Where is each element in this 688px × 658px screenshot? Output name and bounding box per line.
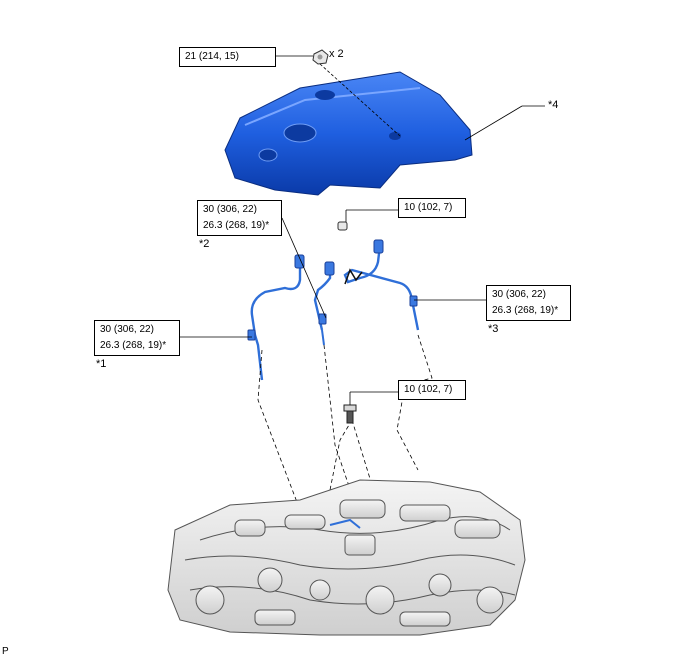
sensor-3-torque-a: 30 (306, 22) bbox=[492, 289, 546, 300]
sensor-2-torque-callout: 30 (306, 22) 26.3 (268, 19)* bbox=[197, 200, 282, 236]
engine-assembly bbox=[167, 479, 526, 636]
bolt-dashed-path bbox=[319, 63, 401, 137]
engine-cover-ref: *4 bbox=[548, 99, 559, 111]
sensor-2-torque-b: 26.3 (268, 19)* bbox=[203, 220, 270, 231]
sensor-connectors bbox=[247, 239, 418, 341]
sensor-harness-black bbox=[344, 268, 363, 285]
clamp-upper-torque: 10 (102, 7) bbox=[404, 202, 453, 213]
sensor-1-torque-b: 26.3 (268, 19)* bbox=[100, 340, 167, 351]
clamp-lower-bolt-icon bbox=[343, 404, 357, 424]
cover-bolt-torque: 21 (214, 15) bbox=[185, 51, 239, 62]
sensor-1-torque-callout: 30 (306, 22) 26.3 (268, 19)* bbox=[94, 320, 180, 356]
sensor-2-torque-a: 30 (306, 22) bbox=[203, 204, 257, 215]
cover-bolt-quantity: x 2 bbox=[329, 48, 344, 60]
cover-bolt-icon bbox=[312, 49, 329, 65]
exhaust-temp-sensors bbox=[250, 244, 420, 381]
engine-sensor-bung bbox=[329, 518, 361, 529]
leader-sensor-2 bbox=[281, 217, 327, 319]
leader-cover bbox=[464, 105, 523, 141]
sensor-3-ref: *3 bbox=[488, 323, 499, 335]
clamp-upper-icon bbox=[337, 221, 348, 231]
clamp-lower-torque: 10 (102, 7) bbox=[404, 384, 453, 395]
corner-code: P bbox=[2, 646, 9, 657]
clamp-upper-torque-callout: 10 (102, 7) bbox=[398, 198, 466, 218]
sensor-1-ref: *1 bbox=[96, 358, 107, 370]
sensor-3-torque-b: 26.3 (268, 19)* bbox=[492, 305, 559, 316]
cover-bolt-torque-callout: 21 (214, 15) bbox=[179, 47, 276, 67]
clamp-lower-torque-callout: 10 (102, 7) bbox=[398, 380, 466, 400]
sensor-3-torque-callout: 30 (306, 22) 26.3 (268, 19)* bbox=[486, 285, 571, 321]
engine-cover bbox=[224, 71, 473, 196]
sensor-1-torque-a: 30 (306, 22) bbox=[100, 324, 154, 335]
sensor-2-ref: *2 bbox=[199, 238, 210, 250]
